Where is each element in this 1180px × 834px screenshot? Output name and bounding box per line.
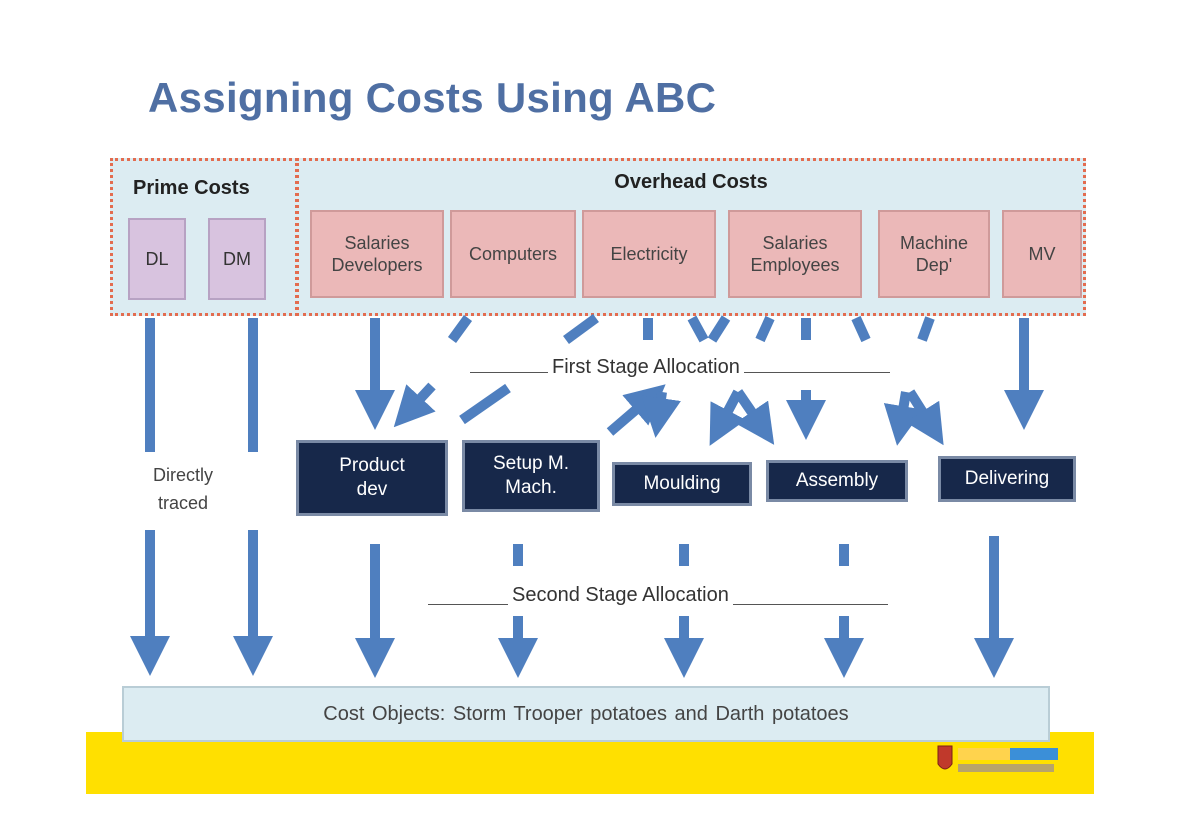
arrow-machine-stub-a <box>851 315 871 343</box>
university-logo <box>937 745 1058 772</box>
arrow-computers-stub <box>447 315 473 343</box>
arrow-computers-to-product-dev <box>393 382 436 428</box>
overhead-computers: Computers <box>450 210 576 298</box>
arrow-to-setup-a <box>606 384 666 436</box>
arrow-machine-stub-b <box>917 316 935 342</box>
overhead-salaries-employees: Salaries Employees <box>728 210 862 298</box>
directly-traced-label: Directly traced <box>152 465 213 513</box>
activity-assembly: Assembly <box>766 460 908 502</box>
arrow-to-moulding-b <box>709 389 746 446</box>
arrow-to-moulding-a <box>641 391 681 438</box>
prime-cost-dm: DM <box>208 218 266 300</box>
arrow-to-delivering-a <box>905 389 944 446</box>
cost-objects-box: Cost Objects: Storm Trooper potatoes and… <box>122 686 1050 742</box>
arrow-electricity-to-product-dev <box>459 383 511 425</box>
activity-moulding: Moulding <box>612 462 752 506</box>
arrow-electricity-stub-a <box>563 313 599 345</box>
overhead-costs-label: Overhead Costs <box>614 171 768 193</box>
first-stage-label: First Stage Allocation <box>548 356 744 379</box>
second-stage-label: Second Stage Allocation <box>508 584 733 607</box>
prime-costs-label: Prime Costs <box>133 177 250 199</box>
arrow-salaries-emp-stub-a <box>707 315 731 343</box>
arrow-electricity-stub-c <box>687 315 709 343</box>
overhead-mv: MV <box>1002 210 1082 298</box>
overhead-electricity: Electricity <box>582 210 716 298</box>
activity-delivering: Delivering <box>938 456 1076 502</box>
arrow-to-assembly-c <box>883 391 924 446</box>
slide-title: Assigning Costs Using ABC <box>148 74 717 121</box>
arrow-to-assembly-a <box>733 389 775 445</box>
arrow-salaries-emp-stub-b <box>755 315 775 343</box>
overhead-salaries-developers: Salaries Developers <box>310 210 444 298</box>
overhead-machine-dep: Machine Dep' <box>878 210 990 298</box>
activity-product-dev: Product dev <box>296 440 448 516</box>
footer-bar <box>86 732 1094 794</box>
activity-setup-machine: Setup M. Mach. <box>462 440 600 512</box>
prime-cost-dl: DL <box>128 218 186 300</box>
